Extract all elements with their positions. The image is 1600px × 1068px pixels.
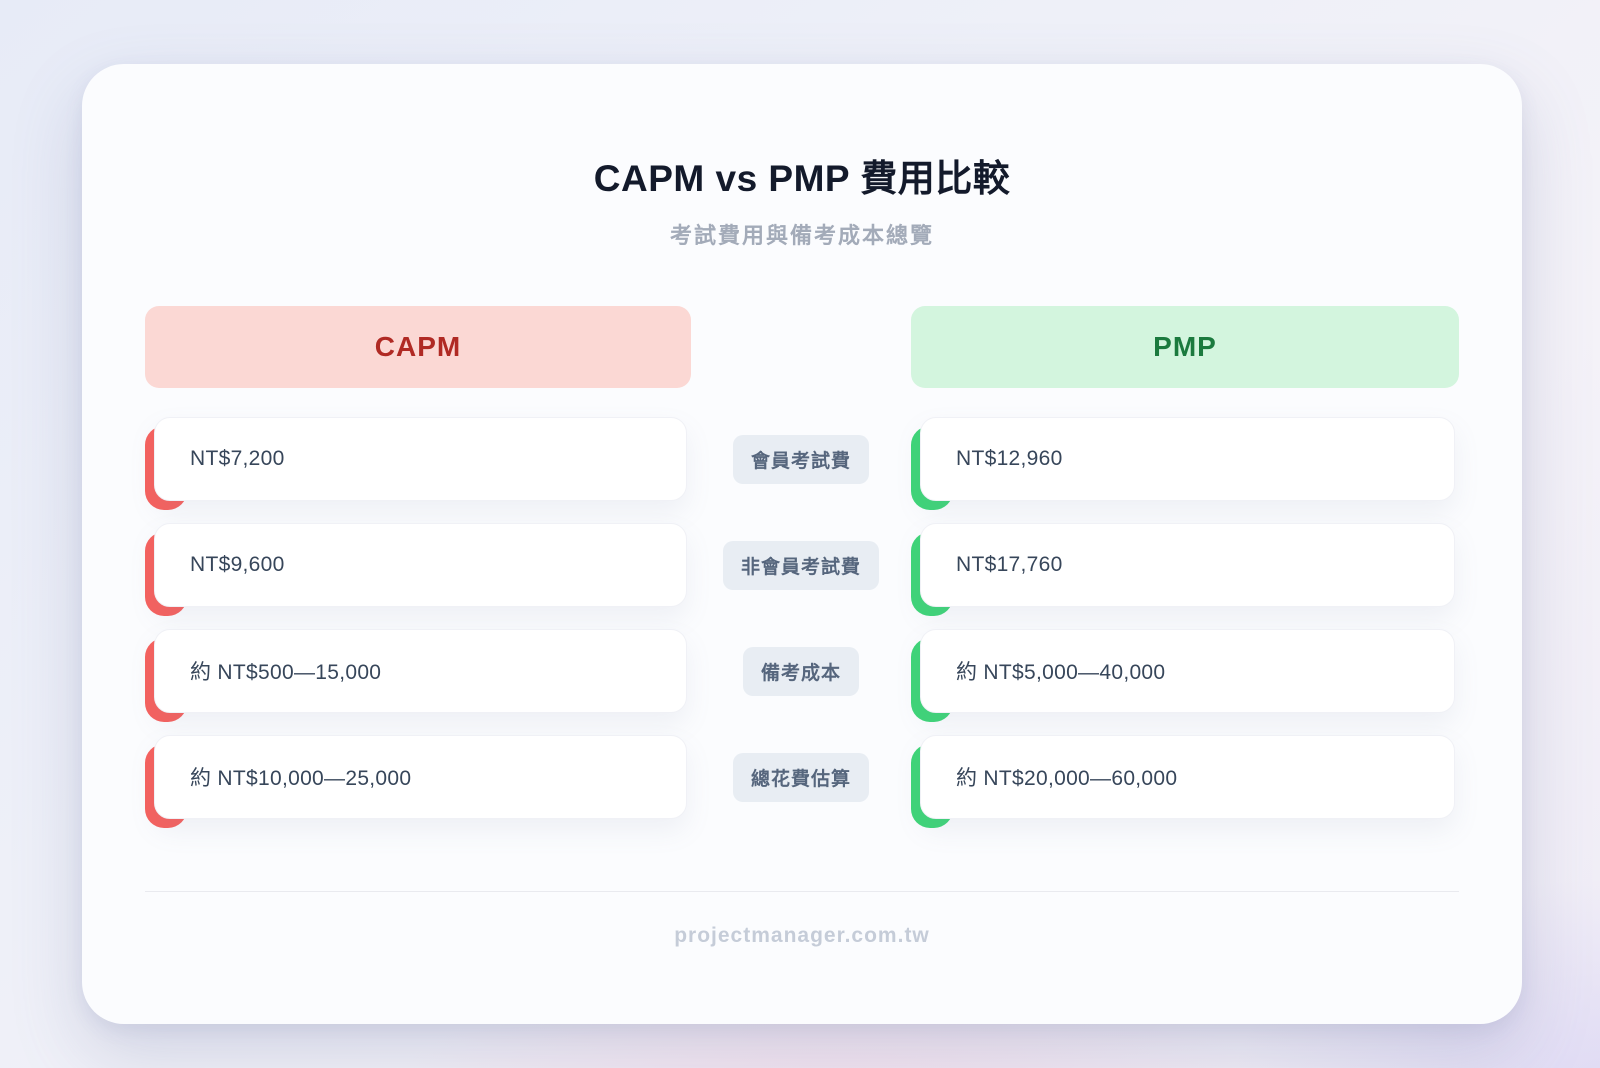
- value-text: 約 NT$5,000—40,000: [920, 629, 1455, 713]
- comparison-card: CAPM vs PMP 費用比較 考試費用與備考成本總覽 CAPM PMP NT…: [82, 64, 1522, 1024]
- footer-divider: [145, 891, 1459, 892]
- pmp-value-member-fee: NT$12,960: [911, 417, 1455, 510]
- pmp-value-total-estimate: 約 NT$20,000—60,000: [911, 735, 1455, 828]
- header-spacer: [691, 306, 911, 388]
- value-text: NT$7,200: [154, 417, 687, 501]
- row-label-nonmember-fee: 非會員考試費: [722, 540, 879, 590]
- row-label-cell: 備考成本: [691, 629, 911, 713]
- capm-column-header: CAPM: [145, 306, 691, 388]
- row-label-total-estimate: 總花費估算: [732, 752, 869, 802]
- page-title: CAPM vs PMP 費用比較: [593, 158, 1011, 199]
- capm-value-member-fee: NT$7,200: [145, 417, 687, 510]
- value-text: NT$12,960: [920, 417, 1455, 501]
- capm-value-total-estimate: 約 NT$10,000—25,000: [145, 735, 687, 828]
- value-text: 約 NT$10,000—25,000: [154, 735, 687, 819]
- pmp-column-header: PMP: [911, 306, 1459, 388]
- capm-value-prep-cost: 約 NT$500—15,000: [145, 629, 687, 722]
- value-text: 約 NT$500—15,000: [154, 629, 687, 713]
- source-website: projectmanager.com.tw: [674, 924, 930, 947]
- comparison-rows: NT$7,200 會員考試費 NT$12,960 NT$9,600 非會員考試費…: [145, 417, 1459, 828]
- pmp-value-nonmember-fee: NT$17,760: [911, 523, 1455, 616]
- row-label-member-fee: 會員考試費: [732, 434, 869, 484]
- row-label-cell: 會員考試費: [691, 417, 911, 501]
- column-headers: CAPM PMP: [145, 306, 1459, 388]
- page-subtitle: 考試費用與備考成本總覽: [669, 223, 934, 248]
- row-label-prep-cost: 備考成本: [742, 646, 859, 696]
- row-label-cell: 非會員考試費: [691, 523, 911, 607]
- value-text: NT$9,600: [154, 523, 687, 607]
- pmp-value-prep-cost: 約 NT$5,000—40,000: [911, 629, 1455, 722]
- value-text: 約 NT$20,000—60,000: [920, 735, 1455, 819]
- value-text: NT$17,760: [920, 523, 1455, 607]
- capm-value-nonmember-fee: NT$9,600: [145, 523, 687, 616]
- row-label-cell: 總花費估算: [691, 735, 911, 819]
